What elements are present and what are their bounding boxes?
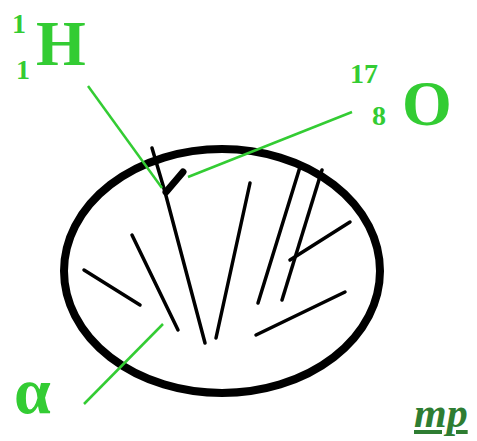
alpha-track [132, 235, 178, 330]
alpha-track [84, 270, 140, 305]
leader-lines [84, 86, 352, 404]
chamber-outline [64, 149, 380, 393]
mass-number: 1 [12, 10, 26, 38]
element-symbol: H [36, 12, 86, 76]
alpha-track [282, 170, 322, 300]
atomic-number: 8 [372, 102, 386, 130]
particle-tracks [84, 148, 350, 343]
alpha-track [216, 183, 250, 338]
alpha-track [290, 222, 350, 260]
oxygen-track [166, 172, 183, 192]
alpha-track [256, 292, 345, 335]
alpha-track [258, 167, 300, 303]
particle-symbol: α [14, 358, 51, 424]
proton-track [152, 148, 165, 192]
leader-line [88, 86, 162, 188]
atomic-number: 1 [16, 56, 30, 84]
element-symbol: O [402, 72, 452, 136]
leader-line [188, 112, 352, 177]
track-marker: тр [414, 392, 468, 434]
leader-line [84, 324, 163, 404]
alpha-track [165, 192, 205, 343]
mass-number: 17 [350, 60, 378, 88]
